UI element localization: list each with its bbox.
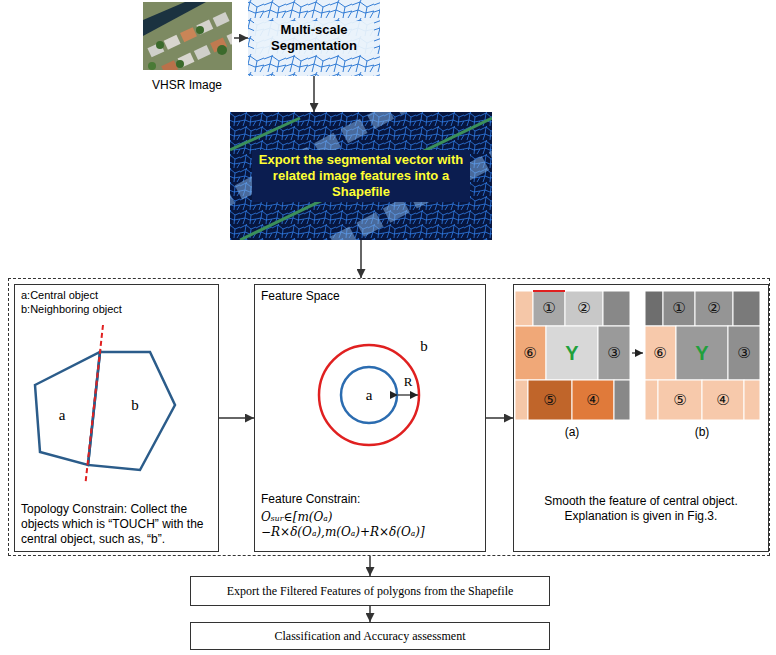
connector-arrow xyxy=(369,606,371,622)
node-text: Classification and Accuracy assessment xyxy=(275,629,466,643)
central-object-label: Y xyxy=(695,343,708,363)
node-text: Export the segmental vector with related… xyxy=(252,150,470,203)
segmentation-image xyxy=(248,0,380,76)
callout-number: ④ xyxy=(716,393,729,408)
node-text: Multi-scale Segmentation xyxy=(254,21,374,54)
panel-box: Smooth the feature of central object. Ex… xyxy=(513,284,769,552)
aerial-photo xyxy=(143,2,232,70)
connector-arrow xyxy=(313,76,315,112)
callout-number: ⑥ xyxy=(523,346,536,361)
segmented-vector-image xyxy=(230,112,492,240)
node-text: Oₛᵤᵣ∈[m(Oₐ)−R×δ(Oₐ),m(Oₐ)+R×δ(Oₐ)] xyxy=(261,510,479,541)
object-grid-smoothed xyxy=(645,291,760,420)
callout-number: ② xyxy=(707,301,720,316)
image-node: Multi-scale Segmentation xyxy=(248,0,380,76)
topology-polygons xyxy=(35,325,175,482)
node-text: Feature Constrain: xyxy=(261,492,479,507)
feature-space-circles xyxy=(319,345,419,445)
callout-number: ⑤ xyxy=(543,393,556,408)
node-text: Export the Filtered Features of polygons… xyxy=(227,584,514,598)
callout-number: ① xyxy=(542,301,555,316)
callout-number: ④ xyxy=(586,393,599,408)
connector-arrow xyxy=(486,417,513,419)
central-object-label: Y xyxy=(565,343,578,363)
shape-letter: b xyxy=(131,398,139,413)
smoothing-arrow xyxy=(632,352,643,353)
connector-arrow xyxy=(219,417,254,419)
callout-number: ③ xyxy=(737,346,750,361)
process-box: Classification and Accuracy assessment xyxy=(190,622,550,650)
shape-letter: b xyxy=(420,339,428,354)
subfigure-label: (a) xyxy=(565,426,580,438)
connector-arrow xyxy=(360,240,362,278)
image-node: VHSR Image xyxy=(140,0,234,92)
node-text: Topology Constrain: Collect the objects … xyxy=(21,502,212,547)
node-text: Smooth the feature of central object. Ex… xyxy=(520,494,762,525)
callout-number: ⑥ xyxy=(653,346,666,361)
radius-label: R xyxy=(404,375,413,388)
dashed-group: a:Central objectb:Neighboring objectTopo… xyxy=(8,278,770,556)
object-grid xyxy=(515,291,630,420)
shape-letter: a xyxy=(59,408,66,423)
connector-arrow xyxy=(234,37,248,39)
callout-number: ③ xyxy=(607,346,620,361)
callout-number: ① xyxy=(672,301,685,316)
process-box: Export the Filtered Features of polygons… xyxy=(190,576,550,606)
node-text: a:Central object xyxy=(21,289,212,303)
node-text: VHSR Image xyxy=(152,78,222,92)
node-text: Feature Space xyxy=(261,289,479,304)
connector-arrow xyxy=(369,556,371,576)
subfigure-label: (b) xyxy=(695,426,710,438)
callout-number: ⑤ xyxy=(673,393,686,408)
panel-box: a:Central objectb:Neighboring objectTopo… xyxy=(14,284,219,552)
image-node: Export the segmental vector with related… xyxy=(230,112,492,240)
node-text: b:Neighboring object xyxy=(21,303,212,317)
panel-box: Feature SpaceFeature Constrain: Oₛᵤᵣ∈[m(O… xyxy=(254,284,486,552)
shape-letter: a xyxy=(366,388,373,403)
callout-number: ② xyxy=(577,301,590,316)
